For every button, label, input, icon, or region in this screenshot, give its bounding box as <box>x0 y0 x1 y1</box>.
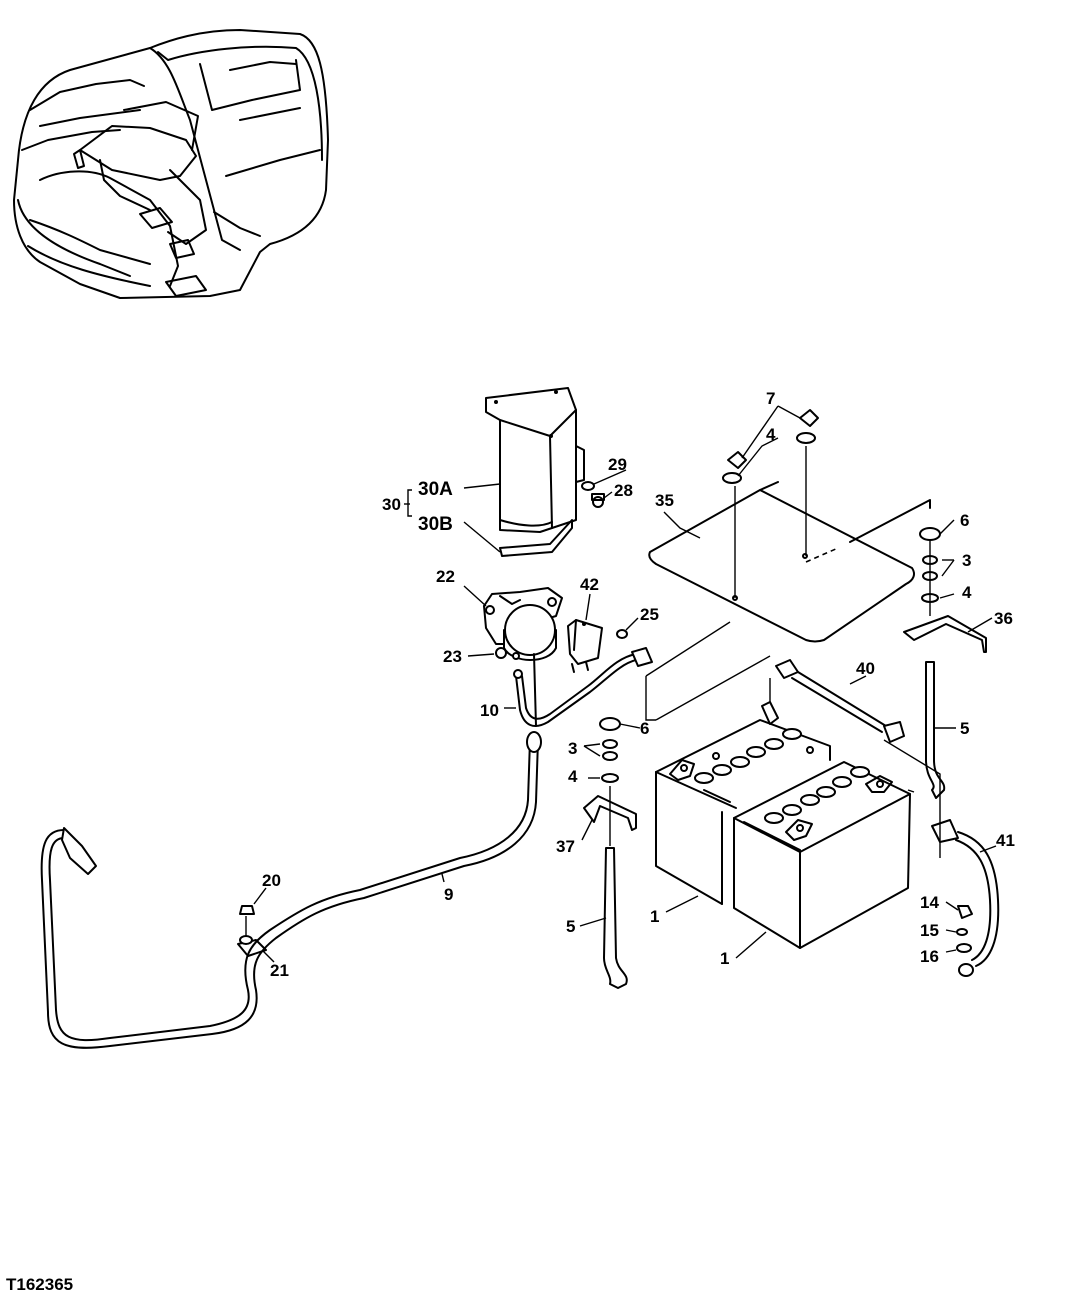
battery-relay-22 <box>483 587 563 661</box>
callout-35: 35 <box>655 491 674 510</box>
callout-29: 29 <box>608 455 627 474</box>
nut-14 <box>957 905 973 919</box>
callout-4: 4 <box>962 583 972 602</box>
bolt-20 <box>239 905 255 936</box>
washer-29 <box>581 481 595 491</box>
callout-28: 28 <box>614 481 633 500</box>
callout-4: 4 <box>766 425 776 444</box>
callout-10: 10 <box>480 701 499 720</box>
callout-30B: 30B <box>418 514 453 535</box>
callout-23: 23 <box>443 647 462 666</box>
callout-25: 25 <box>640 605 659 624</box>
callout-6: 6 <box>640 719 649 738</box>
machine-overview-illustration <box>13 29 329 299</box>
callout-30: 30 <box>382 495 401 514</box>
callout-14: 14 <box>920 893 939 912</box>
figure-id: T162365 <box>6 1275 73 1294</box>
callout-16: 16 <box>920 947 939 966</box>
cable-41 <box>883 739 1000 977</box>
washer-16 <box>956 943 972 953</box>
callout-3: 3 <box>962 551 971 570</box>
callout-40: 40 <box>856 659 875 678</box>
screw-25 <box>616 629 628 639</box>
leader-lines <box>253 405 997 963</box>
callout-9: 9 <box>444 885 453 904</box>
callout-20: 20 <box>262 871 281 890</box>
callout-41: 41 <box>996 831 1015 850</box>
relay-cover-30 <box>485 387 585 557</box>
callout-22: 22 <box>436 567 455 586</box>
callout-36: 36 <box>994 609 1013 628</box>
callout-15: 15 <box>920 921 939 940</box>
callout-7: 7 <box>766 389 775 408</box>
callout-37: 37 <box>556 837 575 856</box>
callout-1: 1 <box>720 949 729 968</box>
callout-30A: 30A <box>418 479 453 500</box>
washer-15 <box>956 928 968 936</box>
callout-6: 6 <box>960 511 969 530</box>
callout-5: 5 <box>566 917 575 936</box>
callout-1: 1 <box>650 907 659 926</box>
right-mount-hardware <box>903 527 987 799</box>
wing-nut-7 <box>727 409 819 469</box>
cable-40 <box>769 659 905 743</box>
relay-42 <box>567 619 603 673</box>
cable-10 <box>513 647 653 727</box>
bolt-28 <box>591 493 605 508</box>
cable-9 <box>40 731 542 1049</box>
callout-labels: 7 4 35 6 3 4 36 5 29 28 30A 30 30B 22 42… <box>262 389 1015 980</box>
battery-1-rear <box>655 701 831 905</box>
washer-4-top <box>722 432 816 484</box>
callout-21: 21 <box>270 961 289 980</box>
callout-5: 5 <box>960 719 969 738</box>
left-mount-hardware <box>583 717 637 989</box>
callout-3: 3 <box>568 739 577 758</box>
callout-4: 4 <box>568 767 578 786</box>
battery-cover-35 <box>648 481 931 643</box>
battery-1-front <box>733 761 911 949</box>
callout-42: 42 <box>580 575 599 594</box>
